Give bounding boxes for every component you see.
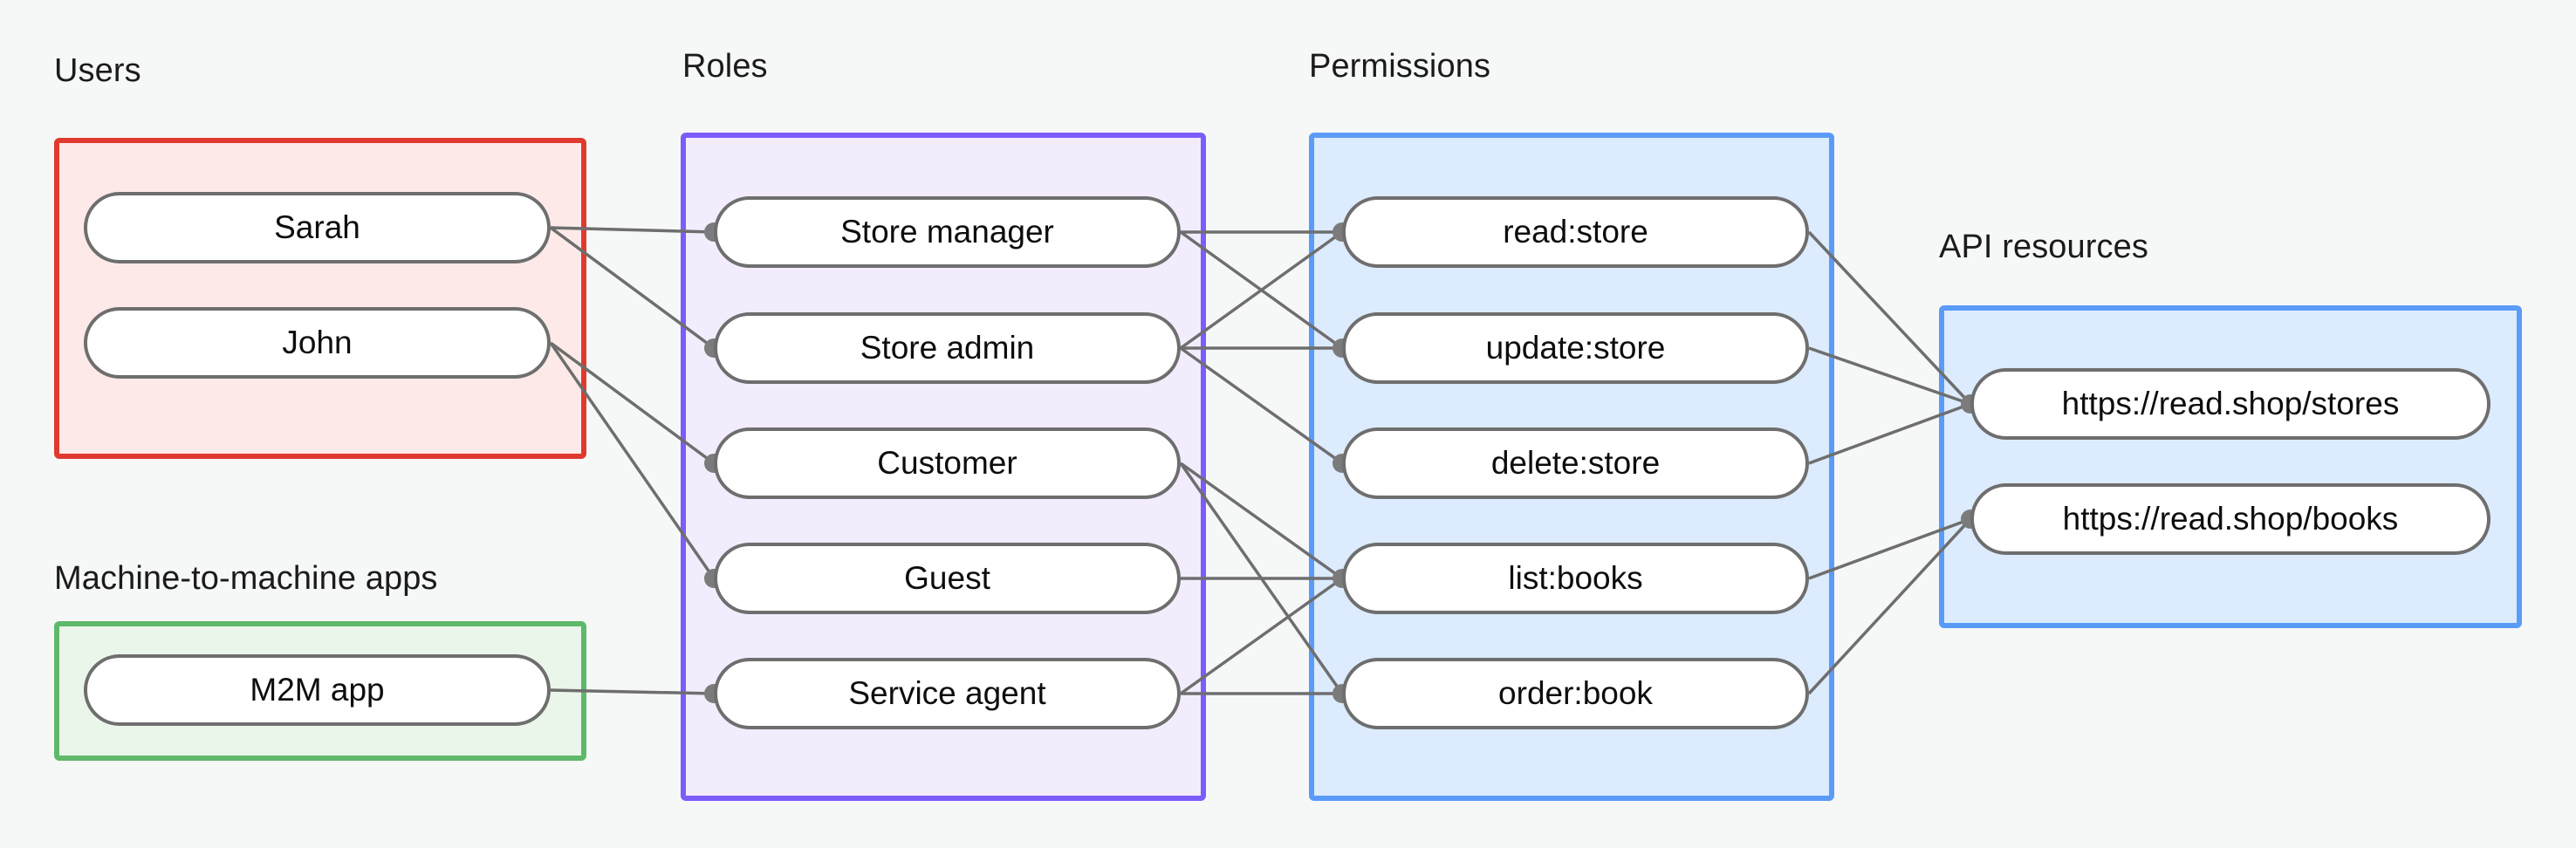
node-label-res_books: https://read.shop/books [2062, 501, 2399, 537]
node-label-store_admin: Store admin [860, 330, 1035, 366]
node-label-res_stores: https://read.shop/stores [2061, 386, 2400, 421]
node-store_admin[interactable]: Store admin [714, 312, 1181, 384]
node-res_stores[interactable]: https://read.shop/stores [1970, 368, 2490, 440]
node-label-read_store: read:store [1503, 214, 1648, 250]
node-list_books[interactable]: list:books [1342, 543, 1809, 614]
node-label-john: John [282, 325, 353, 360]
node-customer[interactable]: Customer [714, 427, 1181, 499]
group-title-permissions: Permissions [1309, 48, 1491, 85]
group-title-roles: Roles [682, 48, 768, 85]
node-label-sarah: Sarah [274, 209, 360, 245]
node-read_store[interactable]: read:store [1342, 196, 1809, 268]
node-res_books[interactable]: https://read.shop/books [1970, 483, 2490, 555]
node-label-order_book: order:book [1498, 675, 1653, 711]
node-label-store_manager: Store manager [840, 214, 1054, 250]
node-store_manager[interactable]: Store manager [714, 196, 1181, 268]
node-label-service_agent: Service agent [848, 675, 1046, 711]
node-john[interactable]: John [84, 307, 551, 379]
node-update_store[interactable]: update:store [1342, 312, 1809, 384]
node-service_agent[interactable]: Service agent [714, 658, 1181, 729]
node-order_book[interactable]: order:book [1342, 658, 1809, 729]
node-guest[interactable]: Guest [714, 543, 1181, 614]
group-title-users: Users [54, 52, 141, 89]
group-title-m2m: Machine-to-machine apps [54, 560, 438, 597]
node-label-guest: Guest [904, 560, 990, 596]
group-title-api_resources: API resources [1939, 229, 2148, 265]
node-m2mapp[interactable]: M2M app [84, 654, 551, 726]
node-label-customer: Customer [877, 445, 1017, 481]
node-label-m2mapp: M2M app [250, 672, 385, 708]
node-sarah[interactable]: Sarah [84, 192, 551, 263]
node-label-delete_store: delete:store [1490, 445, 1661, 481]
group-box-api_resources [1939, 305, 2522, 628]
node-label-update_store: update:store [1485, 330, 1666, 366]
node-delete_store[interactable]: delete:store [1342, 427, 1809, 499]
node-label-list_books: list:books [1508, 560, 1643, 596]
group-box-users [54, 138, 586, 459]
